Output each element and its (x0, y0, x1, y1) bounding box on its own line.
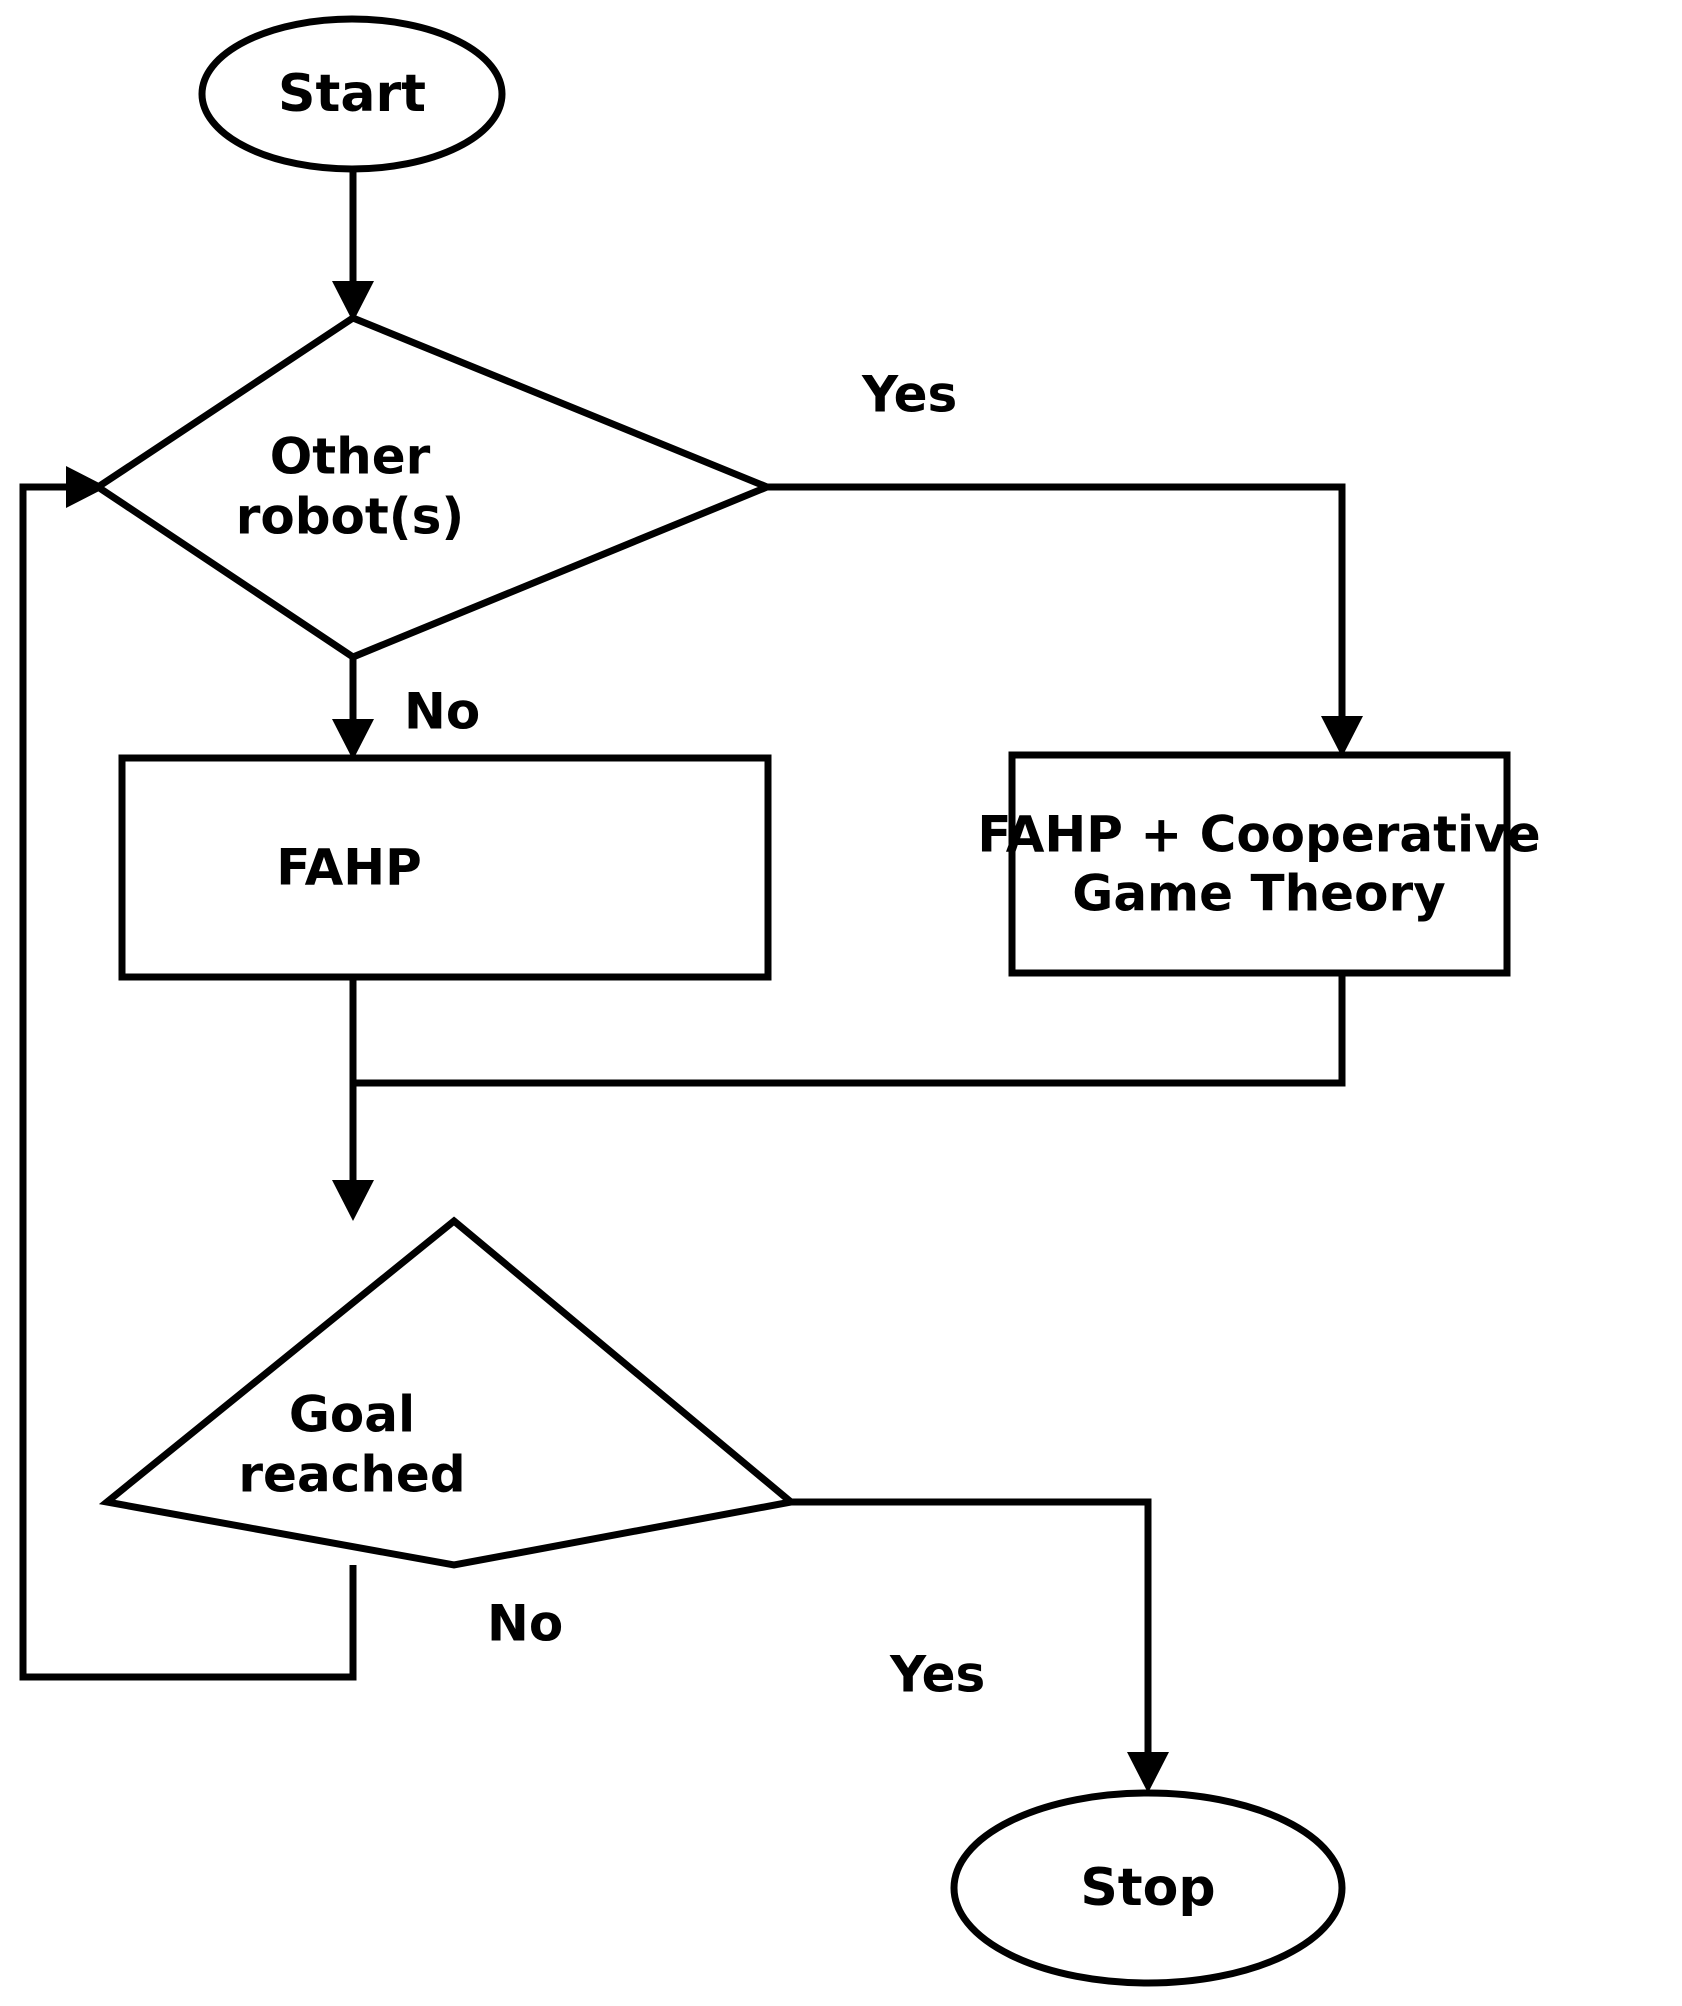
edge-label-goal-no: No (487, 1595, 563, 1653)
node-decision-other-robots[interactable]: Other robot(s) (91, 314, 777, 661)
fahp-cgt-label-line1: FAHP + Cooperative (977, 806, 1540, 864)
fahp-label: FAHP (276, 839, 422, 897)
arrow-head-icon (66, 466, 107, 508)
other-robots-diamond (91, 314, 777, 661)
edge-label-other-robots-yes: Yes (861, 366, 957, 424)
other-robots-label-line2: robot(s) (236, 488, 465, 546)
arrow-head-icon (332, 719, 374, 760)
goal-reached-diamond (98, 1216, 799, 1569)
edge-goal-no-feedback (19, 466, 357, 1681)
node-stop[interactable]: Stop (950, 1789, 1346, 1987)
edge-start-to-other-robots (332, 168, 374, 322)
arrow-head-icon (332, 281, 374, 322)
arrow-head-icon (1321, 716, 1363, 757)
fahp-cgt-label-line2: Game Theory (1072, 865, 1445, 923)
start-ellipse (198, 15, 506, 173)
edge-goal-yes-to-stop (791, 1498, 1169, 1793)
node-start[interactable]: Start (198, 15, 506, 173)
arrow-head-icon (332, 1180, 374, 1221)
fahp-rect (118, 754, 772, 981)
edge-line (791, 1498, 1152, 1770)
edge-fahpcgt-to-goal (353, 973, 1346, 1087)
goal-reached-label-line2: reached (238, 1446, 465, 1504)
goal-reached-label-line1: Goal (289, 1386, 415, 1444)
stop-label: Stop (1080, 1858, 1215, 1918)
node-decision-goal-reached[interactable]: Goal reached (98, 1216, 799, 1569)
node-process-fahp[interactable]: FAHP (118, 754, 772, 981)
edge-label-goal-yes: Yes (889, 1646, 985, 1704)
stop-ellipse (950, 1789, 1346, 1987)
edge-line (353, 973, 1346, 1087)
edge-fahp-to-goal (332, 977, 374, 1221)
edge-line (767, 483, 1346, 734)
arrow-head-icon (1127, 1752, 1169, 1793)
edge-label-other-robots-no: No (404, 683, 480, 741)
edge-other-robots-no (332, 657, 374, 760)
start-label: Start (278, 64, 426, 124)
edge-other-robots-yes (767, 483, 1363, 757)
node-process-fahp-cgt[interactable]: FAHP + Cooperative Game Theory (977, 751, 1541, 977)
edge-line (19, 483, 357, 1681)
other-robots-label-line1: Other (270, 428, 431, 486)
fahp-cgt-rect (1008, 751, 1511, 977)
